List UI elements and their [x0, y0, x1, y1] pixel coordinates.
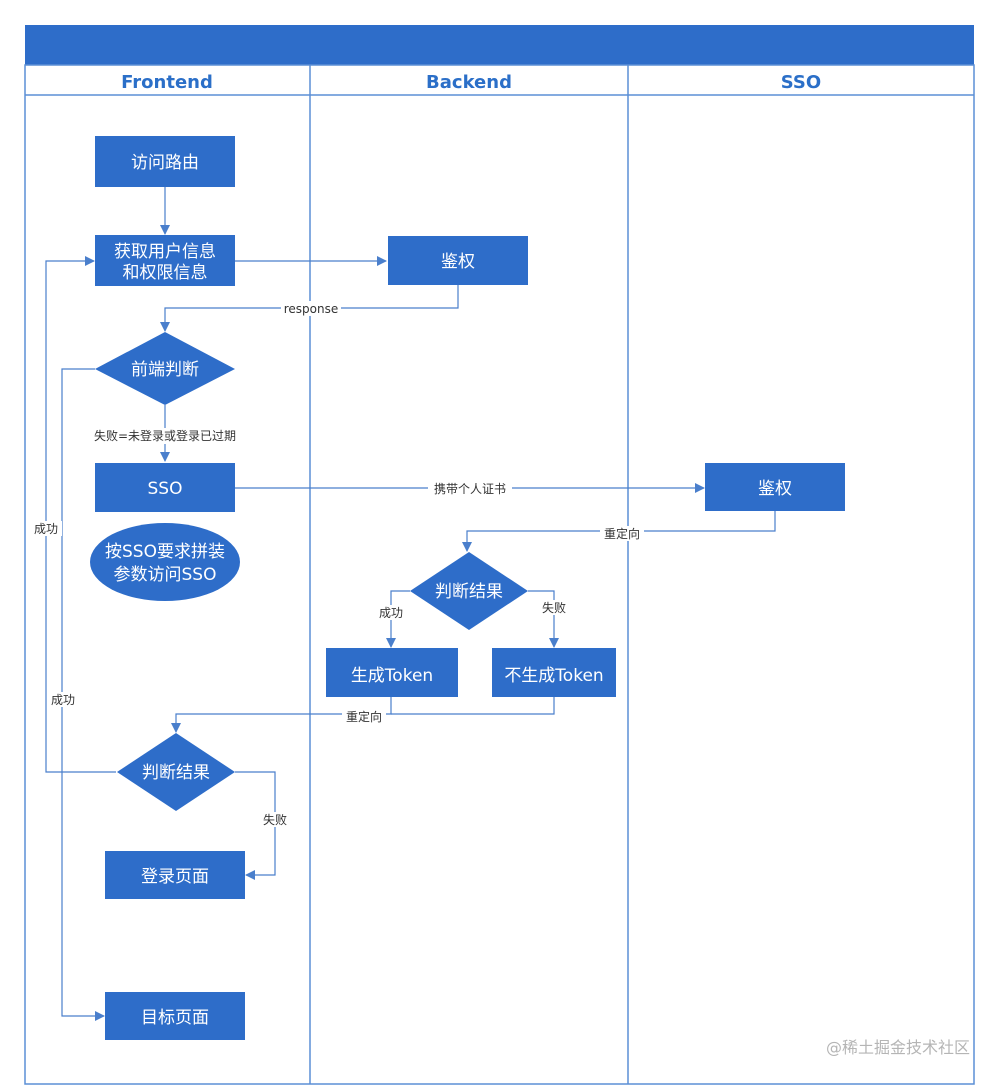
svg-text:和权限信息: 和权限信息 [123, 263, 208, 283]
svg-text:按SSO要求拼装: 按SSO要求拼装 [105, 542, 225, 562]
svg-text:目标页面: 目标页面 [141, 1008, 209, 1028]
edge-label-response: response [284, 302, 339, 316]
node-sso-step: SSO [95, 463, 235, 512]
lane-title-backend: Backend [426, 72, 512, 93]
svg-text:鉴权: 鉴权 [758, 479, 792, 499]
svg-text:参数访问SSO: 参数访问SSO [114, 565, 217, 585]
pool-border [24, 64, 975, 1085]
svg-text:判断结果: 判断结果 [435, 582, 503, 602]
svg-text:访问路由: 访问路由 [131, 153, 199, 173]
edge-label-fail-backend: 失败 [542, 600, 566, 615]
node-assemble-params: 按SSO要求拼装 参数访问SSO [90, 523, 240, 601]
edge-label-redirect-2: 重定向 [346, 709, 382, 724]
edge-judge-success-token [386, 590, 410, 648]
edge-label-carry-cert: 携带个人证书 [434, 481, 506, 496]
edge-judge-fail-notoken [528, 590, 559, 648]
edge-label-fail-not-logged: 失败=未登录或登录已过期 [94, 428, 236, 443]
edge-label-success-left2: 成功 [51, 693, 75, 707]
edge-token-redirect [171, 697, 392, 733]
svg-text:登录页面: 登录页面 [141, 867, 209, 887]
node-backend-auth: 鉴权 [388, 236, 528, 285]
edge-label-redirect-1: 重定向 [604, 526, 640, 541]
node-sso-auth: 鉴权 [705, 463, 845, 511]
node-get-user-info: 获取用户信息 和权限信息 [95, 235, 235, 286]
node-login-page: 登录页面 [105, 851, 245, 899]
svg-text:判断结果: 判断结果 [142, 763, 210, 783]
edge-label-success-backend: 成功 [379, 606, 403, 620]
node-no-token: 不生成Token [492, 648, 616, 697]
node-judge-result-frontend: 判断结果 [117, 733, 235, 811]
node-frontend-judge: 前端判断 [95, 332, 235, 405]
lane-title-sso: SSO [781, 72, 821, 93]
node-generate-token: 生成Token [326, 648, 458, 697]
watermark: @稀土掘金技术社区 [826, 1038, 970, 1057]
svg-text:不生成Token: 不生成Token [504, 666, 603, 686]
edge-notoken-merge [391, 697, 555, 715]
node-visit-route: 访问路由 [95, 136, 235, 187]
edge-label-success-left: 成功 [34, 522, 58, 536]
node-judge-result-backend: 判断结果 [410, 552, 528, 630]
lane-title-frontend: Frontend [121, 72, 213, 93]
svg-text:获取用户信息: 获取用户信息 [114, 242, 216, 262]
svg-text:生成Token: 生成Token [351, 666, 433, 686]
edge-label-fail-frontend: 失败 [263, 812, 287, 827]
svg-text:鉴权: 鉴权 [441, 252, 475, 272]
svg-text:SSO: SSO [148, 479, 183, 499]
svg-text:前端判断: 前端判断 [131, 360, 199, 380]
pool-header [25, 25, 974, 65]
node-target-page: 目标页面 [105, 992, 245, 1040]
edge-result-success-back [45, 256, 116, 773]
